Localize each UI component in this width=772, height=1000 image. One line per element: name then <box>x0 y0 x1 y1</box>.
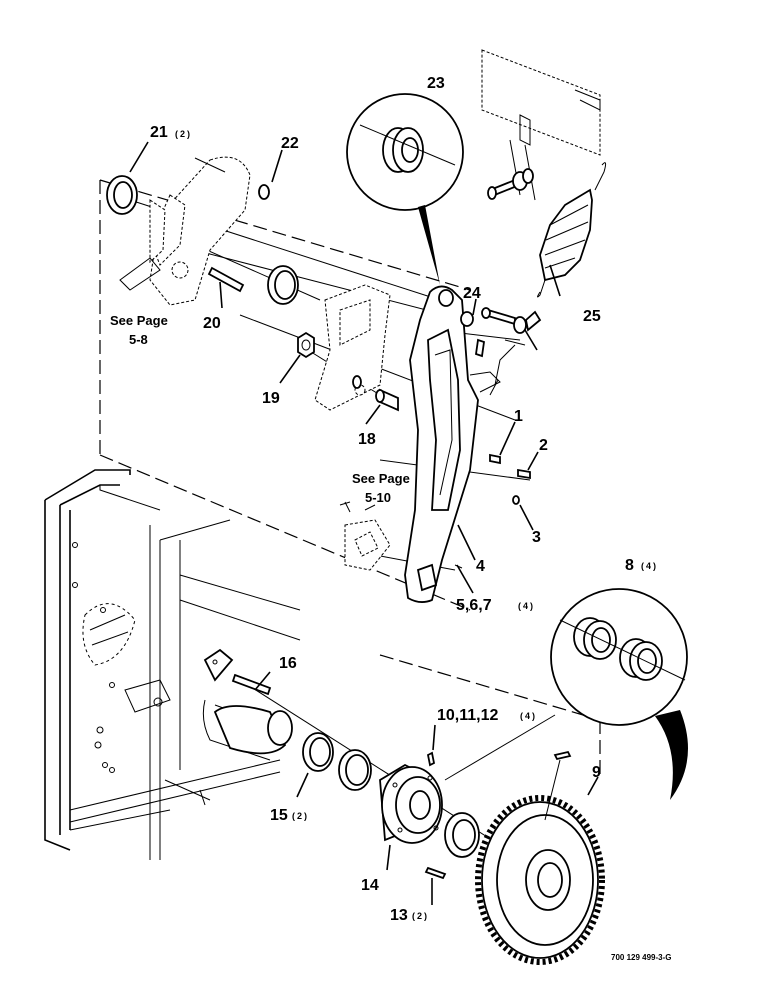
snap-ring <box>267 265 299 305</box>
detail-22-bearing <box>346 93 464 285</box>
callout-19: 20 <box>203 315 221 332</box>
parts-1-2-3-hardware <box>454 453 531 569</box>
callout-13-qty: (2) <box>412 911 429 921</box>
part-17-bolt <box>352 375 399 412</box>
callout-17: 18 <box>358 431 376 448</box>
detail-8-bushings <box>444 588 688 800</box>
part-25-link <box>481 307 542 396</box>
callout-13: 13 <box>390 907 408 924</box>
callout-8: 8 <box>625 557 634 574</box>
callout-20-qty: (2) <box>175 129 192 139</box>
part-15-rings <box>302 732 372 791</box>
part-23-pin <box>460 311 485 358</box>
part-18-nut <box>297 331 315 359</box>
chain-mechanism-ghost <box>119 156 251 306</box>
callout-4: 4 <box>476 558 485 575</box>
callout-10-11-12: 10,11,12 <box>437 707 499 724</box>
callout-8-qty: (4) <box>641 561 658 571</box>
panel-outlines <box>99 179 601 780</box>
center-bracket-ghost <box>314 284 391 411</box>
see-page-5-8-number: 5-8 <box>129 332 148 347</box>
hub-washer <box>444 812 480 858</box>
callout-3: 3 <box>532 529 541 546</box>
page-references: See Page 5-8 See Page 5-10 <box>110 313 410 505</box>
callout-14: 14 <box>361 877 379 894</box>
callout-labels: 21 (2) 22 23 24 25 20 19 18 1 2 3 4 5,6,… <box>150 75 658 924</box>
callout-9: 9 <box>592 764 601 781</box>
part-16-shaft <box>203 648 293 755</box>
callout-22: 23 <box>427 75 445 92</box>
mount-plate-ghost <box>339 501 391 571</box>
part-24-spring-assembly <box>481 49 607 298</box>
see-page-5-10-number: 5-10 <box>365 490 391 505</box>
leader-lines <box>129 141 599 905</box>
callout-5-6-7-qty: (4) <box>518 601 535 611</box>
callout-2: 2 <box>539 437 548 454</box>
part-4-arm <box>404 285 501 603</box>
callout-5-6-7: 5,6,7 <box>456 597 492 614</box>
part-9-sprocket <box>475 750 605 965</box>
callout-15: 15 <box>270 807 288 824</box>
callout-20: 21 <box>150 124 168 141</box>
part-19-key <box>207 266 245 293</box>
callout-23: 24 <box>463 285 481 302</box>
see-page-5-8-label: See Page <box>110 313 168 328</box>
drawing-code: 700 129 499-3-G <box>611 953 672 962</box>
part-21-clip <box>258 184 270 200</box>
callout-10-11-12-qty: (4) <box>520 711 537 721</box>
part-13-bolt <box>424 866 447 880</box>
callout-24: 25 <box>583 308 601 325</box>
machine-frame <box>44 469 301 860</box>
callout-1: 1 <box>514 408 523 425</box>
callout-21: 22 <box>281 135 299 152</box>
see-page-5-10-label: See Page <box>352 471 410 486</box>
part-20-washer <box>106 175 138 215</box>
callout-16: 16 <box>279 655 297 672</box>
callout-15-qty: (2) <box>292 811 309 821</box>
part-14-hub <box>379 751 443 844</box>
callout-18: 19 <box>262 390 280 407</box>
